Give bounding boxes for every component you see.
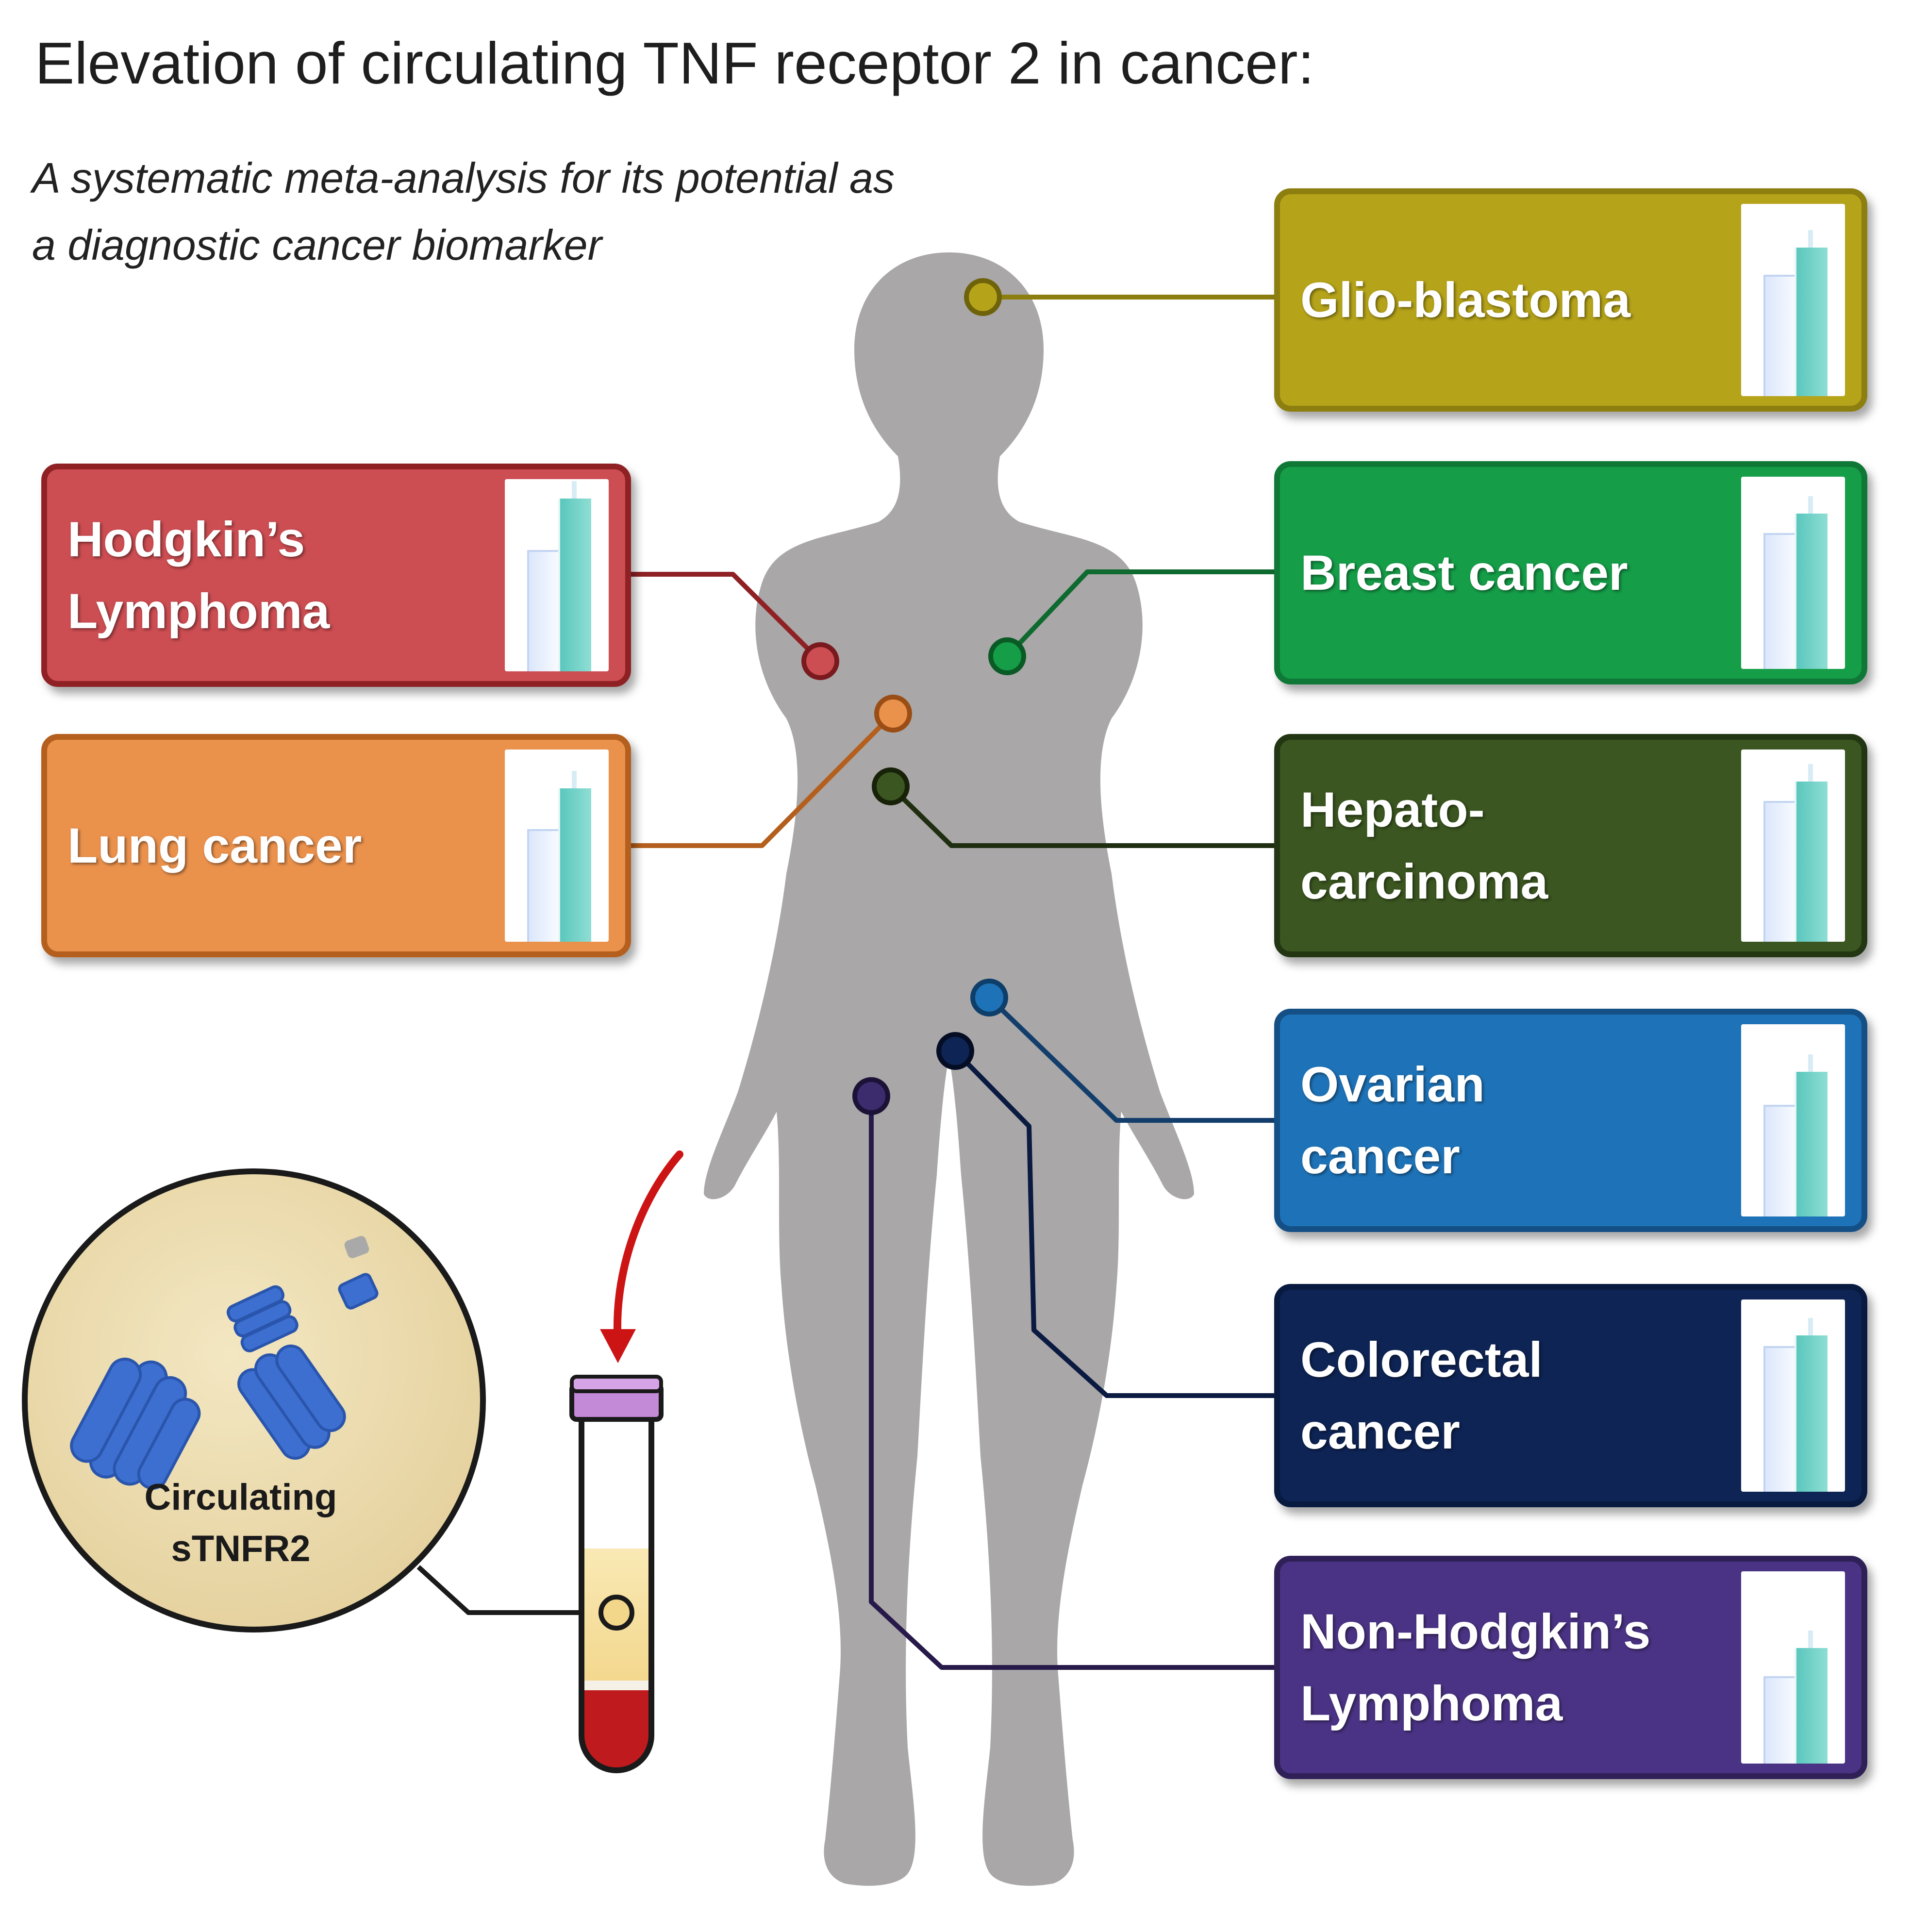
protein-icon: [70, 1273, 379, 1490]
thumbnail-bar-control: [1763, 1105, 1796, 1216]
card-colorectal: Colorectal cancer: [1274, 1284, 1867, 1507]
thumbnail-bar-control: [1763, 1346, 1796, 1492]
connector-circulating: [416, 1565, 616, 1615]
card-label: Colorectal cancer: [1300, 1324, 1543, 1467]
bar-chart-thumbnail-icon: [1741, 1024, 1845, 1216]
page-title: Elevation of circulating TNF receptor 2 …: [35, 30, 1314, 96]
subtitle-line-1: A systematic meta-analysis for its poten…: [32, 154, 895, 202]
thumbnail-whisker: [572, 771, 577, 793]
card-label: Ovarian cancer: [1300, 1049, 1485, 1192]
bar-chart-thumbnail-icon: [1741, 1299, 1845, 1492]
card-label-line: Hodgkin’s: [67, 512, 305, 567]
card-label-line: cancer: [1300, 1404, 1460, 1459]
thumbnail-bar-control: [527, 829, 560, 942]
organ-dots: [801, 278, 1026, 1115]
thumbnail-bar-cancer: [1795, 514, 1828, 669]
circulating-stnfr2-circle: [22, 1168, 486, 1632]
card-label-line: Colorectal: [1300, 1332, 1543, 1387]
card-label-line: Glio-blastoma: [1300, 272, 1631, 328]
thumbnail-bar-control: [1763, 1676, 1796, 1764]
thumbnail-bar-control: [1763, 533, 1796, 669]
thumbnail-bar-cancer: [1795, 782, 1828, 942]
card-label-line: Lymphoma: [1300, 1676, 1563, 1731]
thumbnail-bar-control: [1763, 275, 1796, 396]
connector-breast: [1005, 569, 1274, 658]
human-body-silhouette: [704, 252, 1194, 1886]
thumbnail-bar-cancer: [1795, 248, 1828, 396]
circulating-label-line-1: Circulating: [144, 1477, 337, 1518]
thumbnail-whisker: [1808, 496, 1813, 518]
bar-chart-thumbnail-icon: [1741, 204, 1845, 396]
card-lung: Lung cancer: [41, 734, 631, 957]
thumbnail-bar-control: [1763, 801, 1796, 942]
curved-arrow-icon: [600, 1150, 683, 1363]
dot-hepatocarcinoma: [872, 767, 910, 805]
card-label: Lung cancer: [67, 810, 362, 882]
thumbnail-whisker: [1808, 230, 1813, 252]
connector-colorectal: [953, 1049, 1274, 1398]
card-label: Glio-blastoma: [1300, 264, 1630, 336]
faded-protein: [344, 1236, 369, 1258]
thumbnail-bar-cancer: [1795, 1072, 1828, 1216]
dot-colorectal: [936, 1032, 974, 1070]
thumbnail-whisker: [1808, 1631, 1813, 1653]
card-label-line: Hepato-: [1300, 782, 1485, 837]
connector-lines: [416, 295, 1274, 1670]
connector-hepatocarcinoma: [889, 784, 1274, 848]
thumbnail-bar-cancer: [558, 499, 591, 671]
card-ovarian: Ovarian cancer: [1274, 1009, 1867, 1232]
subtitle-line-2: a diagnostic cancer biomarker: [32, 221, 602, 269]
connector-lung: [631, 712, 895, 848]
card-label-line: Ovarian: [1300, 1057, 1485, 1112]
dot-glioblastoma: [964, 278, 1002, 316]
dot-hodgkins: [801, 642, 839, 680]
card-label-line: Lung cancer: [67, 818, 362, 873]
thumbnail-bar-cancer: [1795, 1335, 1828, 1492]
card-label: Breast cancer: [1300, 537, 1628, 609]
card-label-line: carcinoma: [1300, 854, 1548, 909]
card-label-line: cancer: [1300, 1129, 1460, 1184]
thumbnail-whisker: [1808, 764, 1813, 786]
page-subtitle: A systematic meta-analysis for its poten…: [32, 145, 1148, 279]
bar-chart-thumbnail-icon: [505, 479, 609, 671]
thumbnail-whisker: [572, 481, 577, 503]
connector-hodgkins: [631, 572, 822, 663]
dot-ovarian: [970, 979, 1008, 1016]
thumbnail-bar-control: [527, 550, 560, 671]
circulating-label-line-2: sTNFR2: [171, 1528, 311, 1569]
thumbnail-whisker: [1808, 1318, 1813, 1340]
bar-chart-thumbnail-icon: [1741, 1571, 1845, 1764]
thumbnail-bar-cancer: [1795, 1648, 1828, 1764]
card-hepatocarcinoma: Hepato-carcinoma: [1274, 734, 1867, 957]
card-breast: Breast cancer: [1274, 461, 1867, 684]
thumbnail-whisker: [1808, 1054, 1813, 1077]
card-glioblastoma: Glio-blastoma: [1274, 188, 1867, 412]
card-label: Hepato-carcinoma: [1300, 774, 1548, 917]
connector-ovarian: [987, 996, 1274, 1123]
bar-chart-thumbnail-icon: [1741, 749, 1845, 942]
card-label-line: Breast cancer: [1300, 545, 1628, 600]
bar-chart-thumbnail-icon: [1741, 477, 1845, 669]
dot-lung: [874, 695, 912, 733]
dot-non-hodgkins: [852, 1077, 890, 1115]
card-label-line: Non-Hodgkin’s: [1300, 1604, 1651, 1659]
connector-non-hodgkins: [869, 1096, 1274, 1670]
circulating-label: Circulating sTNFR2: [144, 1472, 338, 1575]
blood-tube-icon: [569, 1375, 664, 1773]
bar-chart-thumbnail-icon: [505, 749, 609, 942]
dot-breast: [988, 637, 1026, 675]
tube-sample-dot: [598, 1595, 634, 1631]
thumbnail-bar-cancer: [558, 788, 591, 942]
card-label-line: Lymphoma: [67, 583, 330, 639]
